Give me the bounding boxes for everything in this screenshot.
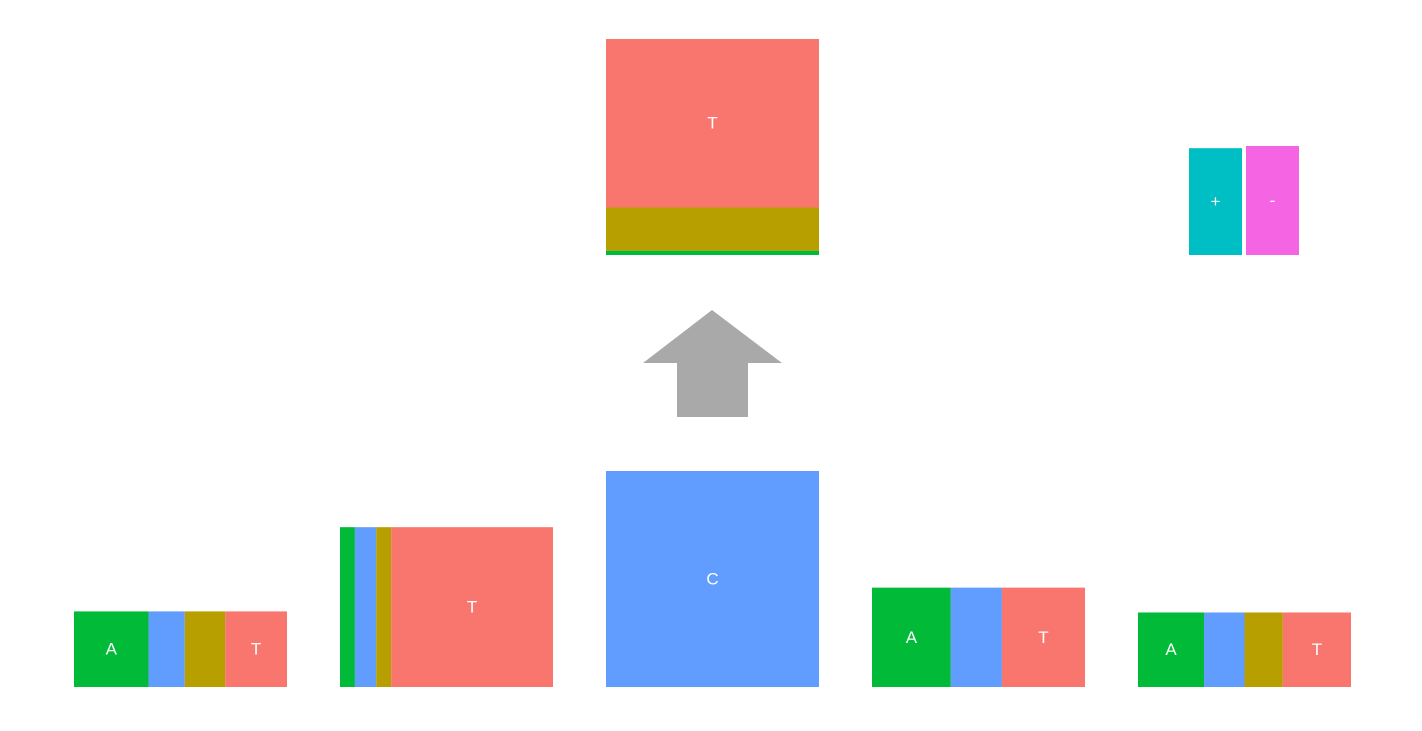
bottom-node-5-label-A: A bbox=[1165, 640, 1177, 659]
strand-bar-plus bbox=[1189, 148, 1242, 255]
bottom-node-3-segment-C bbox=[606, 471, 819, 687]
bottom-node-5-segment-C bbox=[1204, 612, 1245, 687]
bottom-node-1-segment-A bbox=[74, 611, 149, 687]
bottom-node-3-label-C: C bbox=[706, 570, 718, 589]
top-segment-A bbox=[606, 250, 819, 255]
bottom-node-1-segment-G bbox=[184, 611, 226, 687]
bottom-node-4-segment-A bbox=[872, 587, 951, 687]
bottom-node-1-segment-T bbox=[225, 611, 287, 687]
top-node-composition: T bbox=[606, 39, 819, 255]
bottom-node-1-label-A: A bbox=[106, 640, 118, 659]
bottom-node-5-label-T: T bbox=[1312, 640, 1322, 659]
bottom-node-2: T bbox=[340, 527, 553, 687]
top-label-T: T bbox=[707, 114, 717, 133]
bottom-node-4-segment-C bbox=[950, 587, 1002, 687]
bottom-node-1-segment-C bbox=[148, 611, 185, 687]
bottom-node-4-segment-T bbox=[1001, 587, 1085, 687]
bottom-node-2-segment-G bbox=[376, 527, 392, 687]
strand-bar-minus bbox=[1246, 146, 1299, 255]
bottom-node-5-segment-A bbox=[1138, 612, 1205, 687]
bottom-node-2-label-T: T bbox=[467, 598, 477, 617]
bottom-node-5-segment-G bbox=[1244, 612, 1283, 687]
bottom-node-2-segment-T bbox=[391, 527, 553, 687]
top-segment-T bbox=[606, 39, 819, 208]
top-segment-G bbox=[606, 207, 819, 251]
strand-legend: +- bbox=[1189, 146, 1299, 255]
bottom-node-1-label-T: T bbox=[251, 640, 261, 659]
up-arrow-icon bbox=[643, 310, 782, 417]
bottom-node-3: C bbox=[606, 471, 819, 687]
bottom-node-4-label-A: A bbox=[906, 628, 918, 647]
bottom-node-2-segment-A bbox=[340, 527, 355, 687]
strand-label-plus: + bbox=[1211, 192, 1221, 211]
bottom-node-4-label-T: T bbox=[1038, 628, 1048, 647]
bottom-node-5-segment-T bbox=[1282, 612, 1351, 687]
bottom-node-2-segment-C bbox=[354, 527, 377, 687]
strand-label-minus: - bbox=[1270, 191, 1276, 210]
